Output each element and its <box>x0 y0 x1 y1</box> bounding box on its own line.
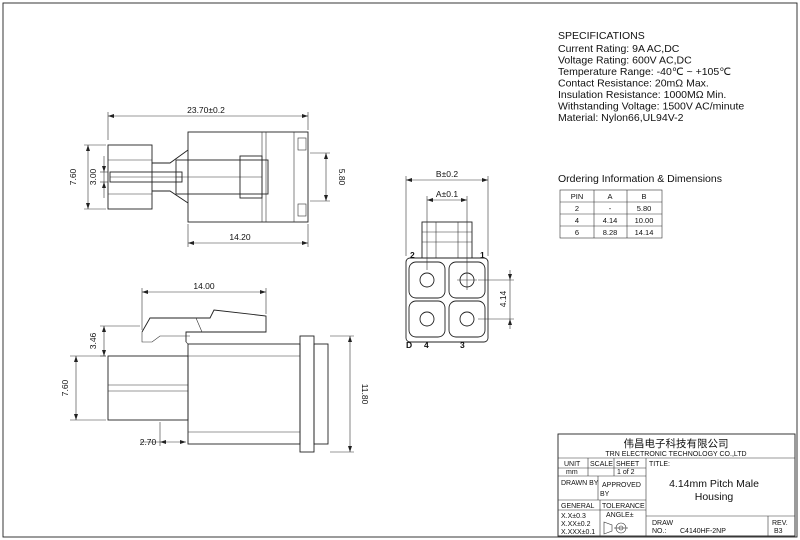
no-label: NO.: <box>652 528 666 535</box>
sheet-label: SHEET <box>616 461 640 468</box>
dim-right-height: 5.80 <box>337 169 347 186</box>
dim-top-length: 23.70±0.2 <box>187 105 225 115</box>
tolerance-1: X.X±0.3 <box>561 513 586 520</box>
spec-line-material: Material: Nylon66,UL94V-2 <box>558 112 684 124</box>
pin-label-2: 2 <box>410 250 415 260</box>
tolerance-2: X.XX±0.2 <box>561 521 591 528</box>
ordering-heading: Ordering Information & Dimensions <box>558 173 722 185</box>
dim-front-a: A±0.1 <box>436 189 458 199</box>
tolerance-label: TOLERANCE <box>602 503 645 510</box>
dim-side-top-length: 14.00 <box>193 281 215 291</box>
table-header-pin: PIN <box>571 192 584 201</box>
rev-value: B3 <box>774 528 783 535</box>
drawn-by-label: DRAWN BY <box>561 480 599 487</box>
table-cell: 5.80 <box>637 204 652 213</box>
spec-line-voltage: Voltage Rating: 600V AC,DC <box>558 55 692 67</box>
table-cell: 2 <box>575 204 579 213</box>
unit-value: mm <box>566 469 578 476</box>
dim-side-left-height: 7.60 <box>60 379 70 396</box>
dim-front-pitch: 4.14 <box>498 290 508 307</box>
tolerance-3: X.XXX±0.1 <box>561 529 595 536</box>
approved-label: APPROVED <box>602 482 641 489</box>
table-cell: 4 <box>575 216 579 225</box>
table-cell: 4.14 <box>603 216 618 225</box>
table-cell: 8.28 <box>603 228 618 237</box>
projection-symbol-icon <box>603 521 628 535</box>
front-view: 2 1 D 4 3 B±0.2 A±0.1 4.14 <box>405 169 514 350</box>
dim-side-right-height: 11.80 <box>360 384 370 405</box>
pin-label-3: 3 <box>460 340 465 350</box>
pin-label-4: 4 <box>424 340 429 350</box>
rev-label: REV. <box>772 520 788 527</box>
spec-line-current: Current Rating: 9A AC,DC <box>558 43 680 55</box>
ordering-table: PIN A B 2 - 5.80 4 4.14 10.00 6 8.28 14.… <box>559 189 663 239</box>
sheet-value: 1 of 2 <box>617 469 635 476</box>
ordering-block: Ordering Information & Dimensions PIN A … <box>558 173 722 239</box>
table-header-b: B <box>641 192 646 201</box>
dim-inner-height: 3.00 <box>88 168 98 185</box>
scale-label: SCALE <box>590 461 613 468</box>
title-line-1: 4.14mm Pitch Male <box>669 478 759 490</box>
general-label: GENERAL <box>561 503 595 510</box>
spec-line-insulation: Insulation Resistance: 1000MΩ Min. <box>558 89 726 101</box>
specifications-block: SPECIFICATIONS Current Rating: 9A AC,DC … <box>558 30 744 124</box>
spec-line-withstanding: Withstanding Voltage: 1500V AC/minute <box>558 101 744 113</box>
side-view: 14.00 3.46 7.60 11.80 2.70 <box>60 281 370 453</box>
pin-label-d: D <box>406 340 412 350</box>
pin-label-1: 1 <box>480 250 485 260</box>
specifications-heading: SPECIFICATIONS <box>558 30 645 42</box>
company-name-cn: 伟昌电子科技有限公司 <box>624 437 729 450</box>
dim-side-bottom: 2.70 <box>140 437 157 447</box>
title-label: TITLE: <box>649 461 670 468</box>
table-cell: 10.00 <box>635 216 654 225</box>
draw-label: DRAW <box>652 520 674 527</box>
angle-label: ANGLE± <box>606 512 634 519</box>
table-cell: 6 <box>575 228 579 237</box>
approved-by-label: BY <box>600 491 610 498</box>
dim-left-height: 7.60 <box>68 168 78 185</box>
table-cell: - <box>609 204 612 213</box>
unit-label: UNIT <box>564 461 581 468</box>
table-cell: 14.14 <box>635 228 654 237</box>
dim-side-latch: 3.46 <box>88 332 98 349</box>
top-view: 23.70±0.2 7.60 3.00 5.80 14.20 <box>68 105 347 247</box>
title-line-2: Housing <box>695 491 734 503</box>
spec-line-temperature: Temperature Range: -40℃ ~ +105℃ <box>558 66 731 78</box>
draw-number: C4140HF-2NP <box>680 528 726 535</box>
spec-line-contact: Contact Resistance: 20mΩ Max. <box>558 78 709 90</box>
dim-bottom-length: 14.20 <box>229 232 251 242</box>
title-block: 伟昌电子科技有限公司 TRN ELECTRONIC TECHNOLOGY CO.… <box>557 433 796 537</box>
table-header-a: A <box>607 192 612 201</box>
company-name-en: TRN ELECTRONIC TECHNOLOGY CO.,LTD <box>605 451 746 458</box>
dim-front-b: B±0.2 <box>436 169 458 179</box>
